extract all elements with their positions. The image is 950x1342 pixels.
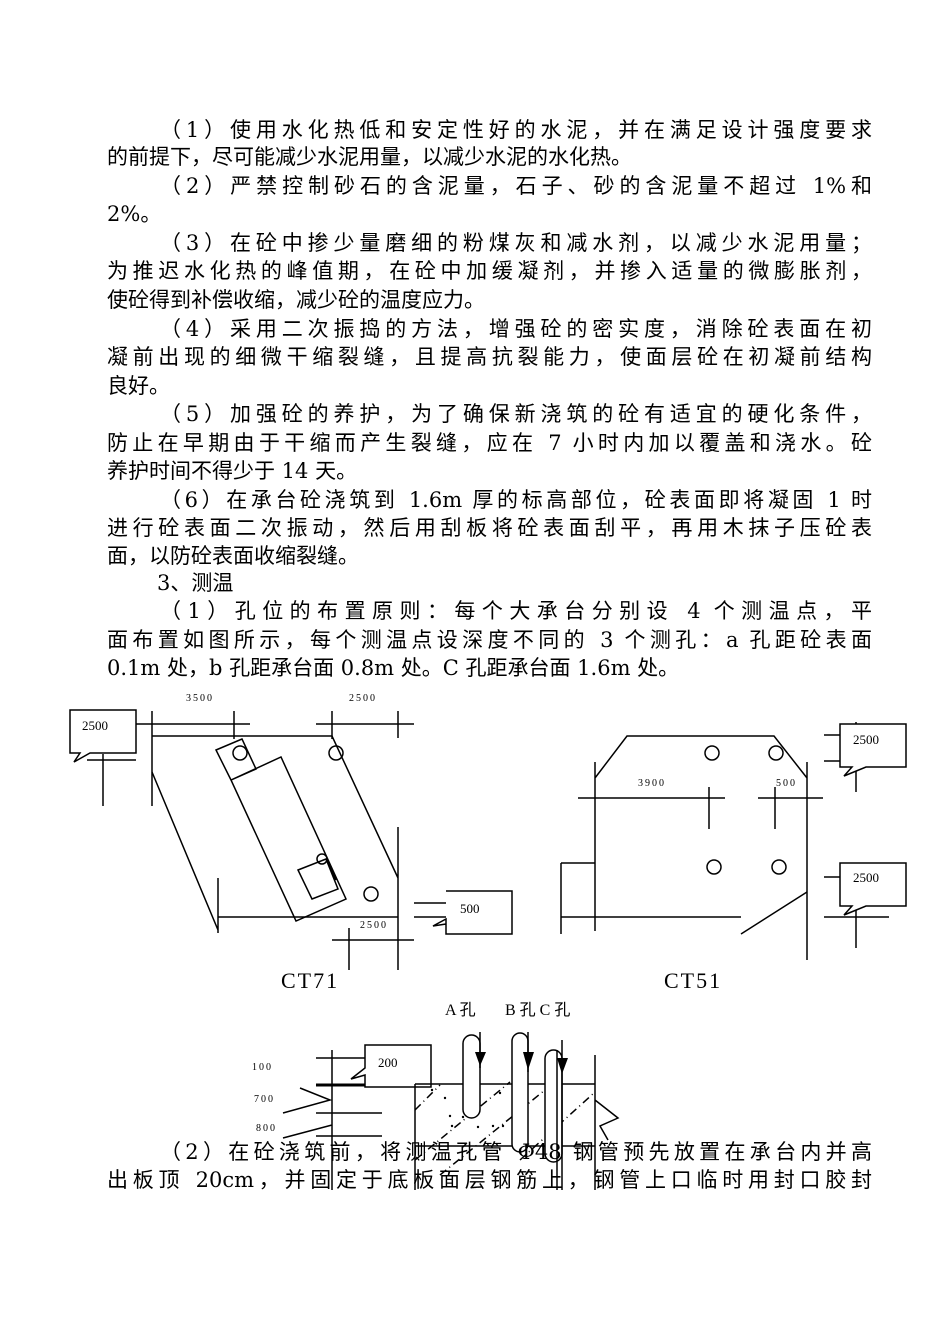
measure-point xyxy=(363,886,379,902)
text-line: 良好。 xyxy=(107,374,170,398)
measure-point xyxy=(704,745,720,761)
callout-box xyxy=(69,709,137,763)
text-line: 面，以防砼表面收缩裂缝。 xyxy=(107,544,359,568)
text-line: （1）使用水化热低和安定性好的水泥，并在满足设计强度要求 xyxy=(160,118,872,142)
text-line: （2）严禁控制砂石的含泥量，石子、砂的含泥量不超过 1%和 xyxy=(160,174,872,198)
callout-box xyxy=(839,723,907,777)
callout-box xyxy=(839,862,907,916)
measure-point xyxy=(316,853,328,865)
pipe-a xyxy=(462,1034,481,1119)
measure-point xyxy=(771,859,787,875)
text-line: 出板顶 20cm，并固定于底板面层钢筋上，钢管上口临时用封口胶封 xyxy=(107,1168,872,1192)
callout-label: 2500 xyxy=(853,732,879,747)
text-line: （3）在砼中掺少量磨细的粉煤灰和减水剂，以减少水泥用量； xyxy=(160,231,872,255)
dimension-label: 2500 xyxy=(349,693,377,704)
depth-label: 800 xyxy=(256,1123,277,1134)
diagram-caption: CT71 xyxy=(281,968,339,993)
diagram-caption: CT51 xyxy=(664,968,722,993)
text-line: 养护时间不得少于 14 天。 xyxy=(107,459,358,483)
dimension-label: 3500 xyxy=(186,693,214,704)
text-line: （5）加强砼的养护，为了确保新浇筑的砼有适宜的硬化条件， xyxy=(160,402,872,426)
ct51-plan-diagram: 2500 2500 3900 500 CT51 xyxy=(560,722,907,993)
text-line: 进行砼表面二次振动，然后用刮板将砼表面刮平，再用木抹子压砼表 xyxy=(107,516,872,540)
dimension-label: 3900 xyxy=(638,778,666,789)
dimension-label: 500 xyxy=(776,778,797,789)
text-line: （1）孔位的布置原则：每个大承台分别设 4 个测温点，平 xyxy=(160,599,872,623)
callout-label: 2500 xyxy=(82,718,108,733)
depth-label: 700 xyxy=(254,1094,275,1105)
measure-point xyxy=(768,745,784,761)
text-line: （2）在砼浇筑前，将测温孔管 Φ48 钢管预先放置在承台内并高 xyxy=(160,1140,872,1164)
callout-label: 2500 xyxy=(853,870,879,885)
hole-label-a: A 孔 xyxy=(445,1001,476,1019)
text-line: （6）在承台砼浇筑到 1.6m 厚的标高部位，砼表面即将凝固 1 时 xyxy=(160,488,872,512)
section-heading: 3、测温 xyxy=(157,571,234,595)
measure-point xyxy=(706,859,722,875)
hole-label-bc: B 孔 C 孔 xyxy=(505,1001,570,1019)
text-line: 0.1m 处，b 孔距承台面 0.8m 处。C 孔距承台面 1.6m 处。 xyxy=(107,656,680,680)
text-line: 面布置如图所示，每个测温点设深度不同的 3 个测孔：a 孔距砼表面 xyxy=(107,628,872,652)
callout-label: 200 xyxy=(378,1055,398,1070)
text-line: 2%。 xyxy=(107,202,162,226)
text-line: 凝前出现的细微干缩裂缝，且提高抗裂能力，使面层砼在初凝前结构 xyxy=(107,345,872,369)
text-line: 为推迟水化热的峰值期，在砼中加缓凝剂，并掺入适量的微膨胀剂， xyxy=(107,259,872,283)
ct71-plan-diagram: 2500 500 3500 2500 2500 CT71 xyxy=(69,693,513,993)
arrow-icon xyxy=(475,1052,568,1074)
text-line: 使砼得到补偿收缩，减少砼的温度应力。 xyxy=(107,288,485,312)
text-line: 防止在早期由于干缩而产生裂缝，应在 7 小时内加以覆盖和浇水。砼 xyxy=(107,431,872,455)
measure-point xyxy=(232,745,248,761)
text-line: 的前提下，尽可能减少水泥用量，以减少水泥的水化热。 xyxy=(107,145,632,169)
callout-box xyxy=(350,1044,432,1088)
pipe-b xyxy=(511,1032,529,1153)
section-diagram: A 孔 B 孔 C 孔 100 700 800 200 xyxy=(252,1001,620,1190)
depth-label: 100 xyxy=(252,1062,273,1073)
measure-point xyxy=(328,745,344,761)
dimension-label: 2500 xyxy=(360,920,388,931)
text-line: （4）采用二次振捣的方法，增强砼的密实度，消除砼表面在初 xyxy=(160,317,872,341)
callout-label: 500 xyxy=(460,901,480,916)
callout-box xyxy=(432,890,513,935)
